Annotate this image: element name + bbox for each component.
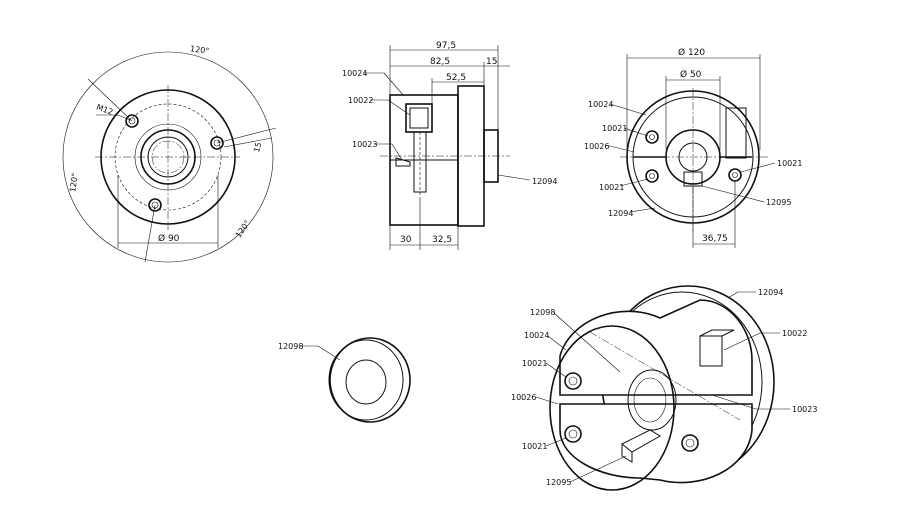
front-dia-90: Ø 90 — [158, 233, 180, 244]
iso-part-10021-a: 10021 — [522, 359, 547, 368]
side-part-10022: 10022 — [348, 96, 373, 105]
iso-part-12098: 12098 — [530, 308, 555, 317]
bolt-hole-right — [210, 136, 224, 150]
side-dim-32-5: 32,5 — [432, 235, 452, 245]
iso-part-10022: 10022 — [782, 329, 807, 338]
side-part-12094: 12094 — [532, 177, 557, 186]
end-part-10024: 10024 — [588, 100, 613, 109]
washer-view: 12098 — [278, 337, 411, 423]
side-view: 97,5 82,5 52,5 15 30 32,5 10024 10022 10… — [342, 41, 557, 250]
end-dia-120: Ø 120 — [678, 47, 705, 58]
side-dim-15: 15 — [486, 57, 497, 67]
front-angle-left: 120° — [68, 172, 80, 192]
end-dia-50: Ø 50 — [680, 69, 702, 80]
end-dim-36-75: 36,75 — [702, 234, 728, 244]
end-part-10021-c: 10021 — [777, 159, 802, 168]
end-part-10021-a: 10021 — [602, 124, 627, 133]
end-view: Ø 120 Ø 50 36,75 10024 10021 10026 10021… — [584, 47, 802, 248]
iso-view: 12094 12098 10024 10022 10021 10026 1002… — [511, 285, 817, 491]
side-dim-30: 30 — [400, 235, 412, 245]
washer-part-12098: 12098 — [278, 342, 303, 351]
end-part-10026: 10026 — [584, 142, 609, 151]
iso-part-10026: 10026 — [511, 393, 536, 402]
front-angle-right: 120° — [234, 219, 252, 240]
front-angle-top: 120° — [190, 44, 210, 56]
side-part-10023: 10023 — [352, 140, 377, 149]
end-part-12095: 12095 — [766, 198, 791, 207]
side-dim-97-5: 97,5 — [436, 41, 456, 51]
iso-part-10021-b: 10021 — [522, 442, 547, 451]
iso-part-12095: 12095 — [546, 478, 571, 487]
side-dim-82-5: 82,5 — [430, 57, 450, 67]
front-view: 120° 120° 120° M12 15 Ø 90 — [62, 44, 277, 263]
iso-part-10024: 10024 — [524, 331, 549, 340]
end-part-10021-b: 10021 — [599, 183, 624, 192]
side-part-10024: 10024 — [342, 69, 367, 78]
bolt-hole-bottom — [148, 198, 162, 212]
front-dim-15: 15 — [252, 141, 263, 153]
end-part-12094: 12094 — [608, 209, 633, 218]
iso-part-10023: 10023 — [792, 405, 817, 414]
bolt-hole-upper-left — [125, 114, 139, 128]
side-dim-52-5: 52,5 — [446, 73, 466, 83]
iso-part-12094: 12094 — [758, 288, 783, 297]
